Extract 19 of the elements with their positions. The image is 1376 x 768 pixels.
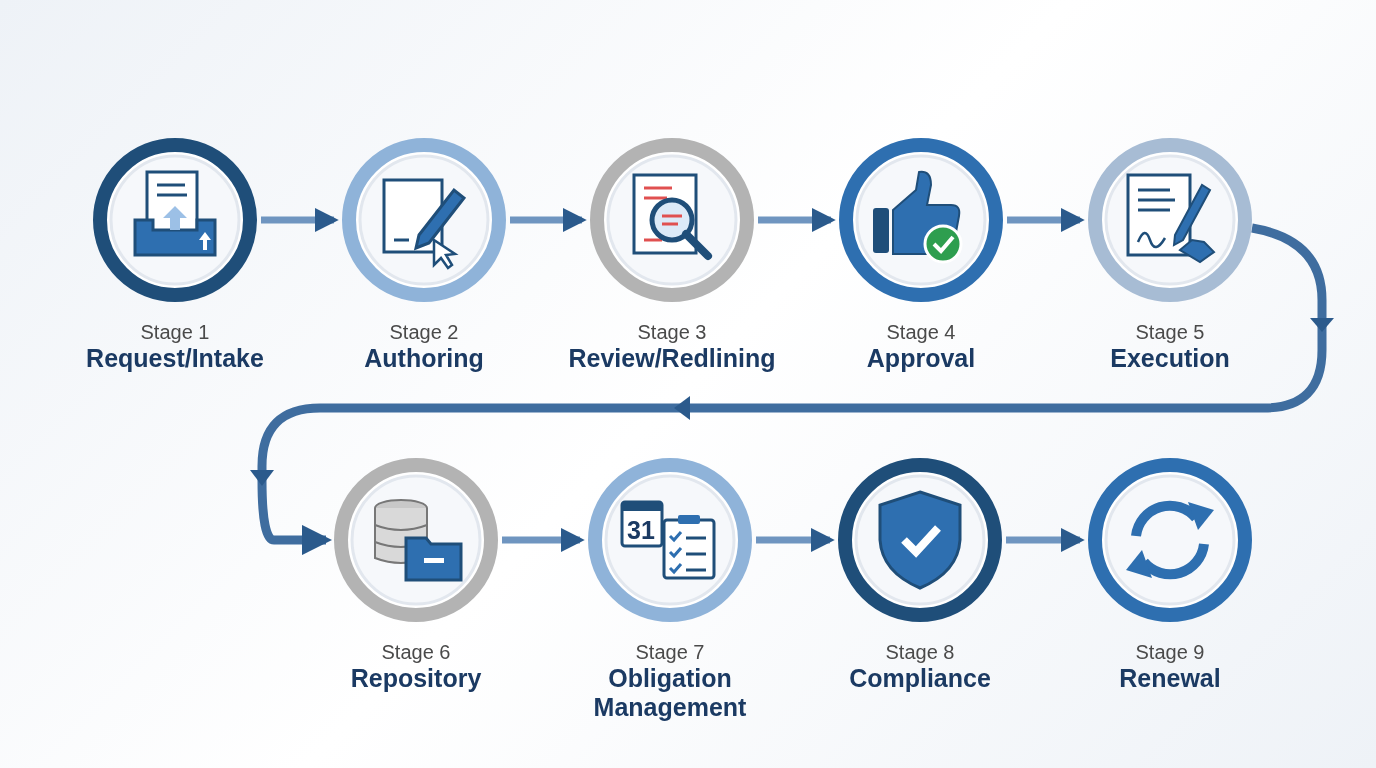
stage-number: Stage 7 xyxy=(634,640,706,664)
stage-number: Stage 9 xyxy=(1134,640,1206,664)
stage-number: Stage 6 xyxy=(380,640,452,664)
stage-title: Approval xyxy=(865,344,977,373)
stage-number: Stage 4 xyxy=(885,320,957,344)
stage-number: Stage 1 xyxy=(139,320,211,344)
stage-title: Renewal xyxy=(1118,664,1222,693)
stage-title: Obligation Management xyxy=(592,664,748,722)
stage-number: Stage 2 xyxy=(388,320,460,344)
stage-title: Execution xyxy=(1109,344,1231,373)
calendar-date: 31 xyxy=(627,517,655,543)
stage-title: Repository xyxy=(349,664,483,693)
stage-title: Authoring xyxy=(363,344,485,373)
stage-title: Request/Intake xyxy=(85,344,265,373)
stage-number: Stage 5 xyxy=(1134,320,1206,344)
stage-title: Compliance xyxy=(848,664,992,693)
stage-number: Stage 3 xyxy=(636,320,708,344)
stage-title: Review/Redlining xyxy=(567,344,777,373)
stage-number: Stage 8 xyxy=(884,640,956,664)
